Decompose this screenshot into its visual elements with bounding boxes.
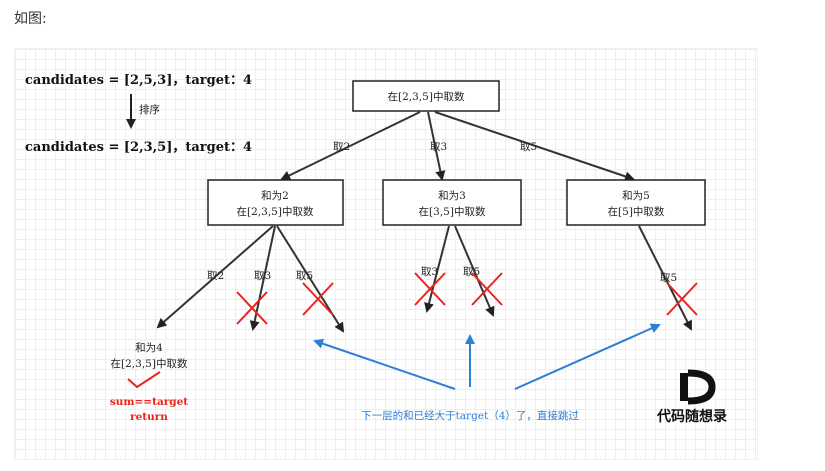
node-sum2-line2: 在[2,3,5]中取数 <box>237 205 314 218</box>
intro-text: 如图: <box>14 11 47 27</box>
node-sum3-line1: 和为3 <box>438 190 466 202</box>
root-label: 在[2,3,5]中取数 <box>388 90 465 103</box>
edge-label-take3: 取3 <box>430 141 447 153</box>
sort-label: 排序 <box>139 103 160 116</box>
diagram-canvas: candidates = [2,5,3]，target：4 排序 candida… <box>14 48 758 460</box>
edge-label-2-take5: 取5 <box>296 270 313 282</box>
cross-icon-2 <box>302 282 334 316</box>
logo-letter-stem <box>680 373 688 401</box>
cross-icon-4 <box>471 272 503 306</box>
cross-icon-3 <box>414 272 446 306</box>
candidates-original: candidates = [2,5,3]，target：4 <box>25 73 252 88</box>
tree-diagram: candidates = [2,5,3]，target：4 排序 candida… <box>25 73 727 425</box>
edge-3-take3 <box>424 225 450 313</box>
edge-label-3-take5: 取5 <box>463 266 480 278</box>
edge-label-2-take3: 取3 <box>254 270 271 282</box>
cross-icon-1 <box>236 291 268 325</box>
edge-root-5 <box>434 111 635 182</box>
node-sum5-line2: 在[5]中取数 <box>608 205 665 218</box>
edge-label-take2: 取2 <box>333 141 350 153</box>
skip-note: 下一层的和已经大于target（4）了，直接跳过 <box>361 409 579 422</box>
edge-label-3-take3: 取3 <box>421 266 438 278</box>
node-sum5 <box>566 179 706 226</box>
node-sum2 <box>207 179 344 226</box>
node-sum2-line1: 和为2 <box>261 190 289 202</box>
node-sum3 <box>382 179 522 226</box>
edge-label-take5: 取5 <box>520 141 537 153</box>
edge-root-2 <box>280 111 421 181</box>
edge-3-take5 <box>454 225 495 317</box>
leaf-line1: 和为4 <box>135 342 163 354</box>
logo-text: 代码随想录 <box>656 408 727 425</box>
edge-label-2-take2: 取2 <box>207 270 224 282</box>
blue-arrow-right <box>514 323 661 390</box>
result-line1: sum==target <box>110 396 188 408</box>
node-sum5-line1: 和为5 <box>622 190 650 202</box>
logo-letter-bowl <box>687 369 716 405</box>
edge-5-take5 <box>638 225 692 331</box>
node-sum3-line2: 在[3,5]中取数 <box>419 205 486 218</box>
edge-2-take2 <box>156 225 274 329</box>
check-icon <box>127 371 161 389</box>
edge-label-5-take5: 取5 <box>660 272 677 284</box>
candidates-sorted: candidates = [2,3,5]，target：4 <box>25 140 252 155</box>
logo: 代码随想录 <box>656 369 727 425</box>
cross-icon-5 <box>666 282 698 316</box>
blue-arrow-left <box>313 338 456 390</box>
result-line2: return <box>130 411 168 423</box>
root-node <box>352 80 500 112</box>
leaf-line2: 在[2,3,5]中取数 <box>111 357 188 370</box>
edge-root-3 <box>427 111 446 181</box>
